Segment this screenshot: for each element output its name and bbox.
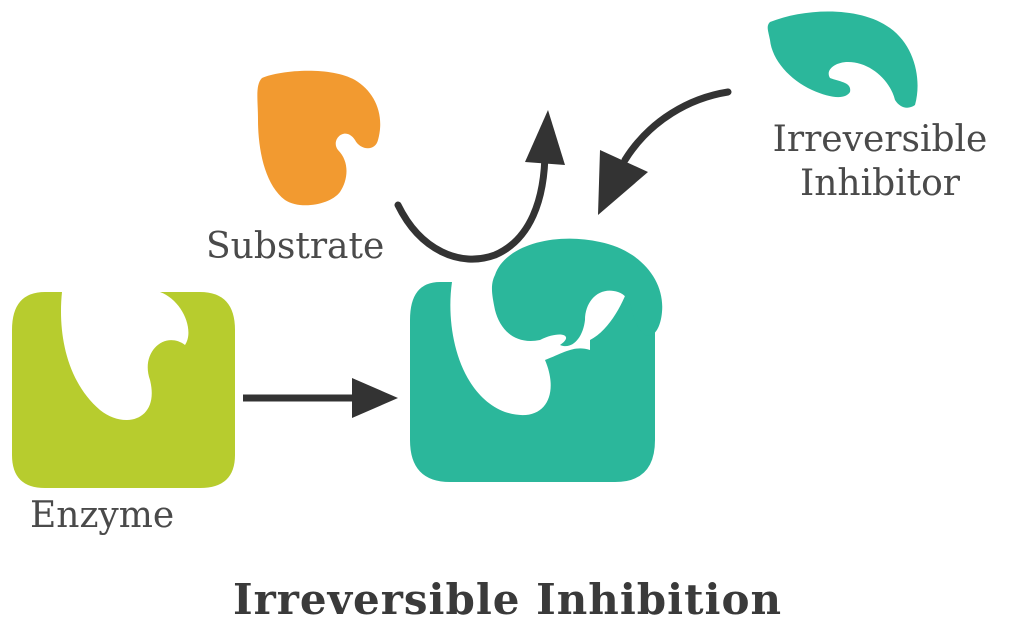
arrow-substrate-deflected [394,110,565,263]
diagram-title: Irreversible Inhibition [232,575,783,624]
inhibitor-label-line1: Irreversible [772,119,988,160]
enzyme-shape [12,292,235,488]
substrate-shape [257,70,381,206]
arrow-enzyme-to-complex [243,378,398,418]
inhibitor-label: Irreversible Inhibitor [745,118,1015,206]
arrow-inhibitor-to-complex [598,88,732,215]
enzyme-label: Enzyme [30,495,175,536]
enzyme-inhibitor-complex [410,238,663,482]
substrate-label: Substrate [206,226,385,267]
inhibitor-shape [767,11,918,108]
inhibitor-label-line2: Inhibitor [799,163,960,204]
